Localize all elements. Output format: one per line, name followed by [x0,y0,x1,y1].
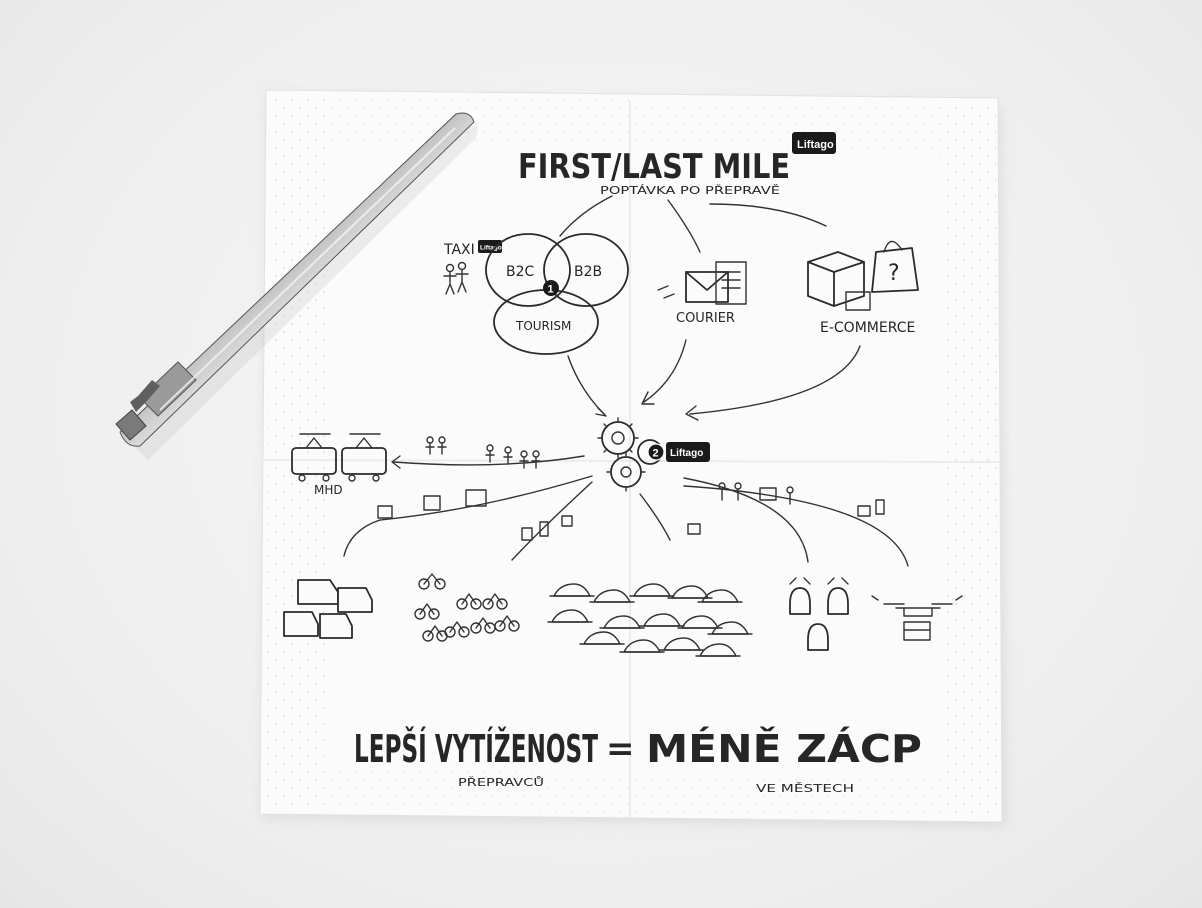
sketch-subtitle: POPTÁVKA PO PŘEPRAVĚ [600,184,780,197]
hub-marker-number: 2 [653,448,659,460]
venn-marker: 1 [543,280,559,296]
sketch-title: FIRST/LAST MILE [518,147,790,187]
courier-label: COURIER [676,311,735,326]
hub-badge: Liftago 2 [648,442,710,462]
venn-marker-number: 1 [548,284,554,296]
taxi-badge: Liftago [478,240,502,253]
taxi-label: TAXI [443,242,475,258]
venn-b2b: B2B [574,264,602,280]
title-badge-label: Liftago [797,139,834,151]
formula-left: LEPŠÍ VYTÍŽENOST [354,727,598,771]
formula-equals: = [606,729,635,769]
formula-left-sub: PŘEPRAVCŮ [458,776,544,789]
ecommerce-label: E-COMMERCE [820,320,915,336]
formula-right-sub: VE MĚSTECH [756,782,854,795]
venn-b2c: B2C [506,264,535,280]
formula-right: MÉNĚ ZÁCP [646,727,922,771]
mhd-label: MHD [314,483,343,497]
hub-badge-label: Liftago [670,448,703,459]
title-brand-badge: Liftago [792,132,836,154]
venn-tourism: TOURISM [515,319,571,333]
bag-question-mark: ? [888,261,900,286]
